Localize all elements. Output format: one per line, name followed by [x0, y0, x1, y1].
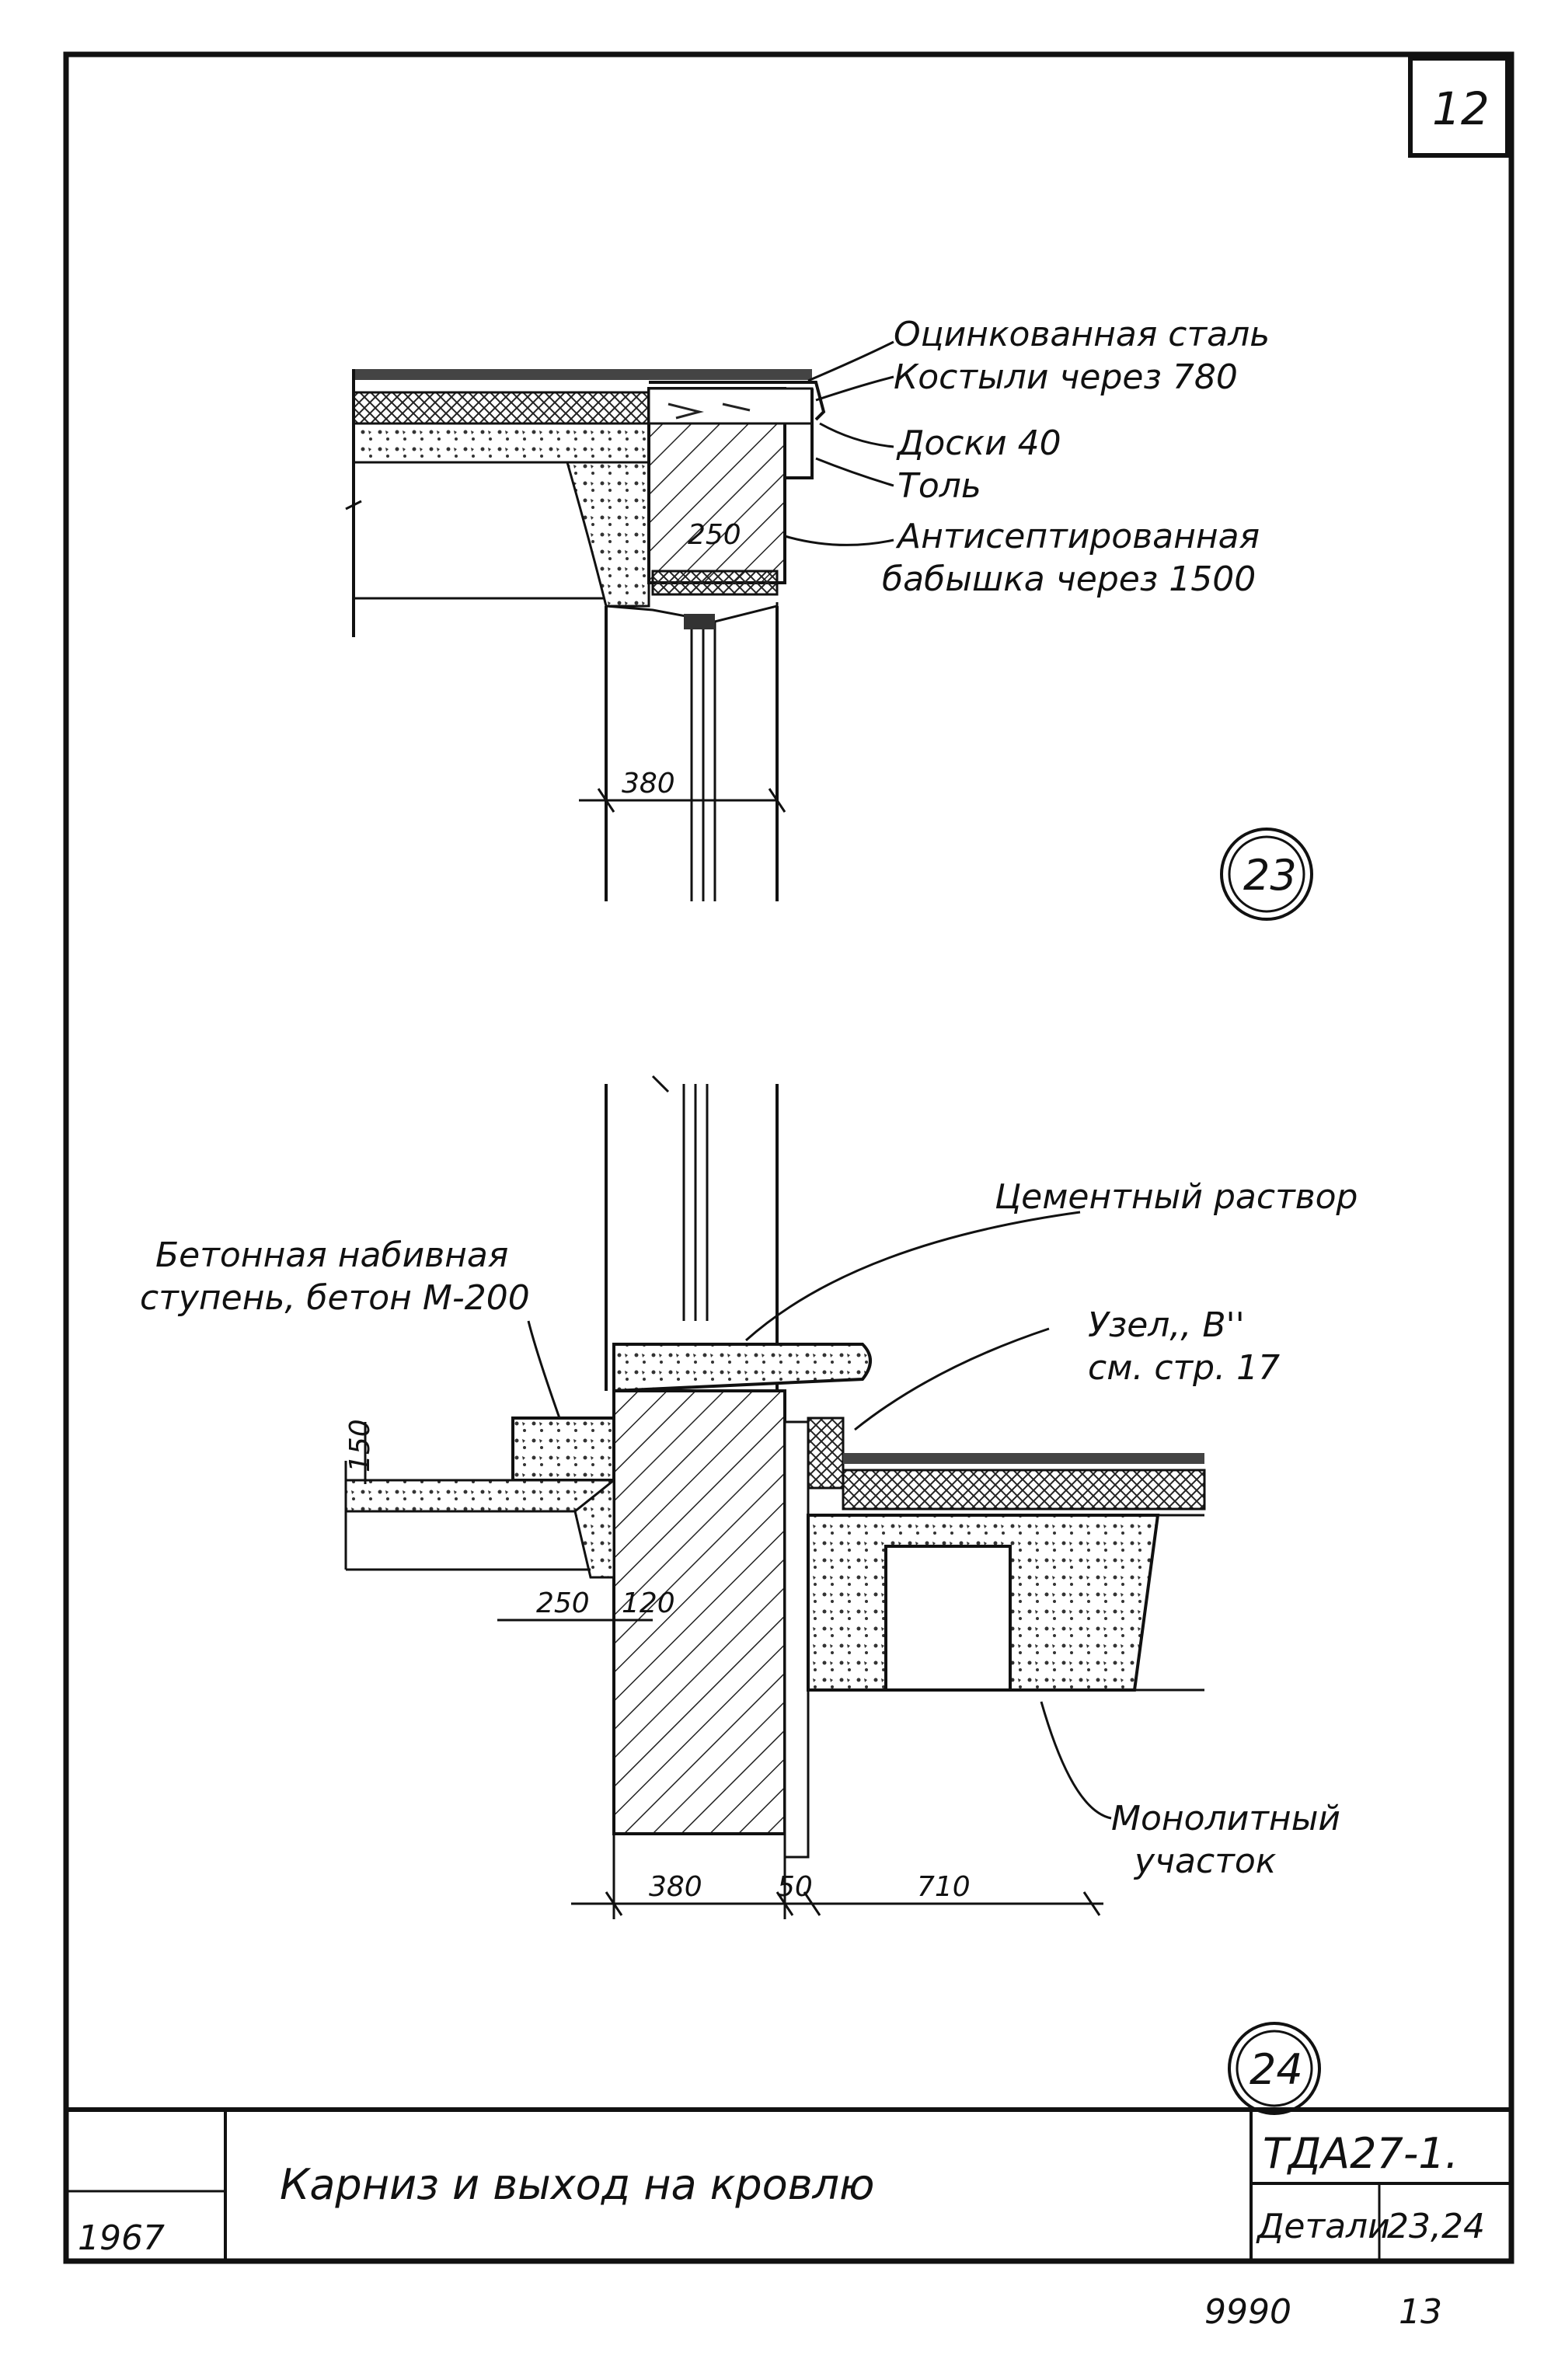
label-cement-mortar: Цементный раствор: [995, 1177, 1358, 1217]
detail-marker-24: 24: [1228, 2022, 1321, 2115]
dim-710: 710: [917, 1871, 971, 1903]
svg-text:24: 24: [1250, 2045, 1303, 2094]
dim-120: 120: [622, 1587, 675, 1619]
label-node-b-1: Узел,, В'': [1088, 1305, 1245, 1345]
screed-layer: [352, 422, 650, 464]
masonry-wall: [612, 1389, 786, 1835]
cement-mortar-sill: [612, 1343, 872, 1393]
dim-50: 50: [777, 1871, 813, 1903]
roof-covering-layer: [354, 369, 812, 380]
dim-250-bottom: 250: [536, 1587, 590, 1619]
concrete-haunch: [566, 461, 650, 608]
sheet-frame: [63, 51, 1514, 2264]
detail-numbers: 23,24: [1387, 2207, 1485, 2246]
node-b-junction: [807, 1417, 845, 1490]
label-step-1: Бетонная набивная: [155, 1235, 508, 1275]
steel-flashing: [649, 381, 826, 479]
detail-23-cornice: 380 250 Оцинкованная сталь Костыли через…: [345, 315, 1313, 921]
insulation-layer: [352, 391, 650, 425]
label-node-b-2: см. стр. 17: [1088, 1348, 1280, 1388]
callout-spikes: Костыли через 780: [894, 357, 1238, 397]
callout-antiseptic-2: бабышка через 1500: [882, 559, 1256, 599]
dim-380-bottom: 380: [649, 1871, 702, 1903]
concrete-step: [511, 1417, 615, 1482]
page-number-box: 12: [1408, 56, 1510, 158]
callout-boards: Доски 40: [896, 423, 1061, 463]
detail-24-roof-exit: 150 250 120 380 50 710 Цементный раствор…: [140, 1075, 1358, 2115]
dim-380-top: 380: [622, 768, 675, 800]
title-block: 1967 Карниз и выход на кровлю ТДА27-1. Д…: [66, 2107, 1511, 2332]
dim-150: 150: [344, 1419, 376, 1472]
label-step-2: ступень, бетон М-200: [140, 1278, 530, 1318]
svg-text:23: 23: [1243, 851, 1297, 900]
footer-number-1: 9990: [1204, 2292, 1291, 2332]
detail-label: Детали: [1256, 2207, 1390, 2246]
callout-galvanized-steel: Оцинкованная сталь: [894, 315, 1270, 354]
page-number: 12: [1432, 82, 1490, 135]
callout-antiseptic-1: Антисептированная: [895, 517, 1260, 556]
roof-insulation-right: [842, 1469, 1206, 1511]
label-monolith-1: Монолитный: [1111, 1799, 1340, 1838]
callout-roofing-felt: Толь: [897, 466, 981, 506]
detail-marker-23: 23: [1220, 828, 1313, 921]
stamp-year: 1967: [78, 2218, 165, 2258]
dim-250-top: 250: [688, 519, 741, 551]
footer-number-2: 13: [1399, 2292, 1442, 2332]
left-floor-slab: [344, 1479, 615, 1513]
label-monolith-2: участок: [1133, 1842, 1277, 1881]
monolith-void: [884, 1545, 1012, 1692]
sheet-title: Карниз и выход на кровлю: [280, 2160, 875, 2209]
drawing-code: ТДА27-1.: [1263, 2129, 1459, 2178]
